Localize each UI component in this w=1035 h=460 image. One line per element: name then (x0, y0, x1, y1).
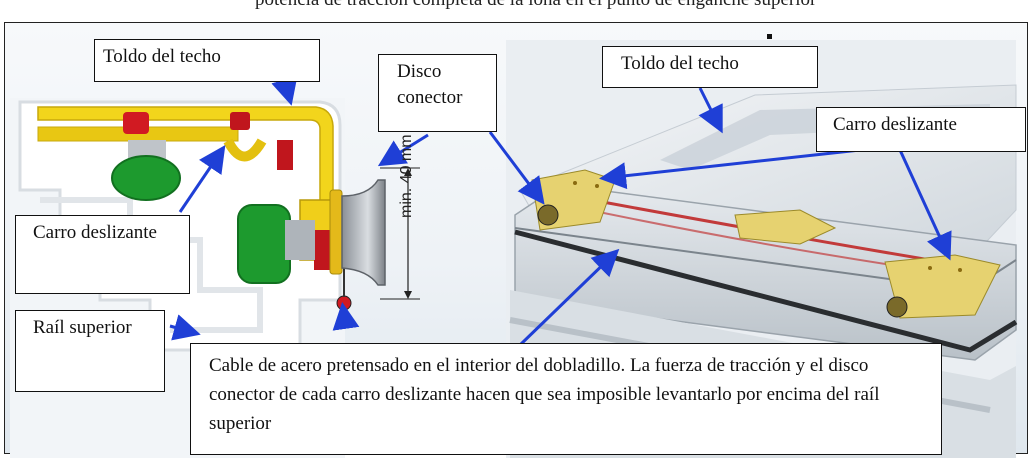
label-carro-left: Carro deslizante (15, 215, 190, 294)
green-roller-top (111, 155, 181, 201)
dim-arrow-top (404, 168, 412, 176)
carriage-left-wheel (537, 204, 559, 226)
callout-arrows (169, 76, 952, 347)
label-cable: Cable de acero pretensado en el interior… (190, 343, 942, 455)
label-disco: Disco conector (378, 54, 497, 132)
red-clip (277, 140, 293, 170)
arrow-carro-right-a (599, 148, 861, 190)
rail-profile-inner (40, 197, 263, 333)
label-toldo-right: Toldo del techo (602, 46, 818, 88)
top-cropped-text: potencia de tracción completa de la lona… (0, 0, 1035, 20)
arrow-disco-rail (488, 131, 545, 205)
rail-seal (514, 229, 1018, 353)
carriage-left (531, 169, 616, 231)
disc-connector (341, 179, 386, 286)
carriage-middle-body (734, 209, 837, 245)
arrow-carro-right-b (898, 149, 952, 261)
red-bolt-right (230, 112, 250, 130)
carriage-right-wheel (886, 296, 908, 318)
label-toldo-left: Toldo del techo (94, 39, 320, 82)
arrow-cable (518, 248, 620, 347)
roller-hub (285, 220, 315, 260)
green-roller-side (237, 204, 291, 284)
carriage-middle (734, 209, 837, 245)
label-carro-right: Carro deslizante (816, 107, 1026, 152)
arrow-rail (169, 314, 201, 341)
stray-dot (767, 34, 772, 39)
arrow-cable-eye (332, 302, 360, 331)
arrow-carro-left (178, 145, 226, 213)
label-rail: Raíl superior (15, 310, 165, 392)
arrow-toldo-right (698, 87, 723, 134)
arrow-toldo-left (271, 76, 298, 106)
arrow-disco (377, 133, 429, 167)
red-bolt-top (123, 112, 149, 134)
yellow-hook (223, 138, 267, 162)
dim-arrow-bottom (404, 291, 412, 299)
carriage-right (884, 254, 1001, 319)
dimension-label: min. 40 mm (398, 134, 415, 218)
disc-plate (329, 189, 343, 275)
top-text: potencia de tracción completa de la lona… (255, 0, 816, 10)
red-pin (314, 230, 330, 270)
